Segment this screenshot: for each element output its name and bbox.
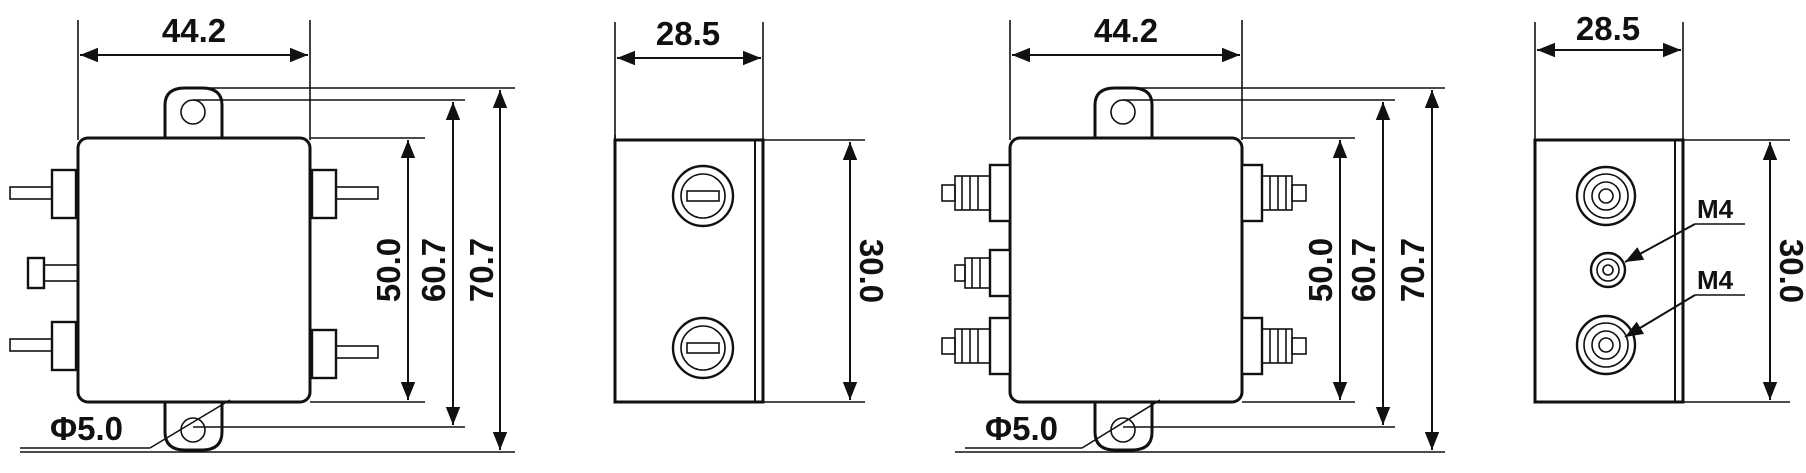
thread-label-bottom: M4 bbox=[1697, 265, 1734, 295]
height-70-7-dimension-2: 70.7 bbox=[1394, 238, 1431, 302]
side-view-screws: 28.5 30.0 bbox=[613, 15, 890, 404]
side-height-dimension: 30.0 bbox=[853, 239, 890, 303]
side-height-dimension-2: 30.0 bbox=[1773, 239, 1806, 303]
front-view-screw-terminals: 44.2 50.0 60.7 70.7 Φ5.0 bbox=[941, 12, 1445, 453]
width-dimension: 44.2 bbox=[162, 12, 226, 49]
filter-body bbox=[76, 136, 312, 404]
side-width-dimension-2: 28.5 bbox=[1576, 10, 1640, 47]
side-width-dimension: 28.5 bbox=[656, 15, 720, 52]
filter-body-2 bbox=[1008, 136, 1244, 404]
height-60-7-dimension: 60.7 bbox=[415, 238, 452, 302]
height-50-dimension: 50.0 bbox=[370, 238, 407, 302]
hole-diameter-label: Φ5.0 bbox=[50, 410, 123, 447]
side-view-studs: M4 M4 28.5 30.0 bbox=[1533, 10, 1806, 404]
height-70-7-dimension: 70.7 bbox=[463, 238, 500, 302]
width-dimension-2: 44.2 bbox=[1094, 12, 1158, 49]
thread-label-top: M4 bbox=[1697, 194, 1734, 224]
front-view-blade: 44.2 50.0 60.7 70.7 Φ5.0 bbox=[9, 12, 515, 453]
hole-diameter-label-2: Φ5.0 bbox=[985, 410, 1058, 447]
height-60-7-dimension-2: 60.7 bbox=[1345, 238, 1382, 302]
height-50-dimension-2: 50.0 bbox=[1302, 238, 1339, 302]
